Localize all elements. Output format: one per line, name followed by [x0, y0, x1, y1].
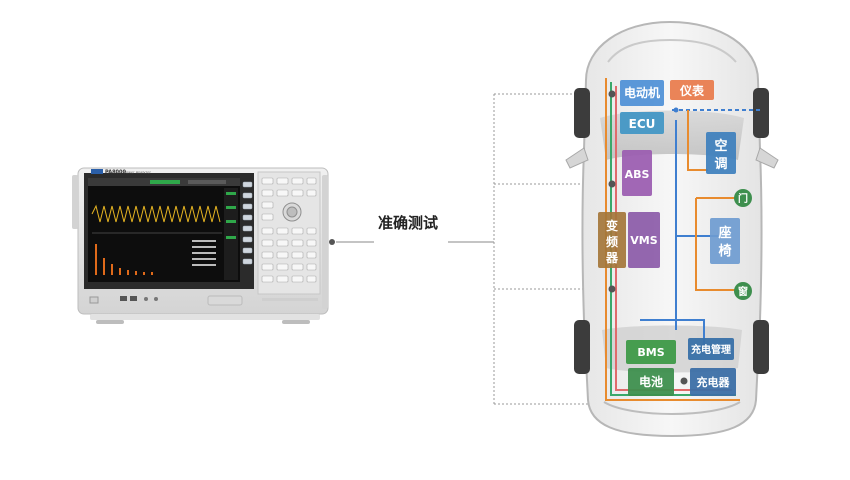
module-ac: 空 调	[706, 132, 736, 174]
analyzer-front-bottom	[89, 295, 318, 306]
analyzer-model: PA8000	[105, 170, 127, 176]
svg-text:空: 空	[714, 138, 727, 154]
svg-text:VMS: VMS	[630, 234, 657, 247]
wheel-front-left	[574, 88, 590, 138]
wheel-rear-left	[574, 320, 590, 374]
module-bms: BMS	[626, 340, 676, 364]
wheel-rear-right	[753, 320, 769, 374]
analyzer-subtitle: Power Analyzer	[124, 171, 151, 175]
svg-text:充电器: 充电器	[697, 375, 731, 389]
analyzer-screen	[88, 178, 240, 282]
analyzer-handle	[72, 175, 78, 229]
svg-text:椅: 椅	[718, 243, 731, 259]
svg-text:门: 门	[738, 192, 748, 205]
key-grid	[261, 177, 317, 283]
module-meter: 仪表	[670, 80, 714, 100]
svg-text:电动机: 电动机	[624, 85, 660, 100]
softkey-column	[242, 181, 253, 265]
analyzer-base	[90, 314, 320, 320]
svg-text:BMS: BMS	[637, 346, 664, 359]
power-analyzer: PA8000 Power Analyzer	[72, 167, 329, 324]
svg-text:变: 变	[606, 218, 618, 233]
module-charge-management: 充电管理	[688, 338, 734, 360]
analyzer-logo	[91, 169, 103, 174]
svg-text:仪表: 仪表	[679, 83, 705, 98]
module-abs: ABS	[622, 150, 652, 196]
center-label: 准确测试	[378, 214, 439, 232]
svg-text:ECU: ECU	[629, 117, 656, 131]
module-inverter: 变 频 器	[598, 212, 626, 268]
wheel-front-right	[753, 88, 769, 138]
module-ecu: ECU	[620, 112, 664, 134]
svg-text:座: 座	[717, 225, 731, 241]
module-motor: 电动机	[620, 80, 664, 106]
svg-text:电池: 电池	[639, 374, 663, 389]
svg-text:窗: 窗	[738, 285, 748, 298]
module-battery: 电池	[628, 368, 674, 396]
svg-text:调: 调	[714, 157, 727, 172]
probe-points	[608, 90, 688, 385]
svg-text:充电管理: 充电管理	[691, 343, 731, 356]
svg-text:ABS: ABS	[625, 168, 650, 181]
analyzer-connector-dot	[329, 239, 335, 245]
module-window: 窗	[734, 282, 752, 300]
module-door: 门	[734, 189, 752, 207]
svg-text:频: 频	[606, 234, 618, 249]
module-vms: VMS	[628, 212, 660, 268]
module-charger: 充电器	[690, 368, 736, 396]
module-seat: 座 椅	[710, 218, 740, 264]
svg-text:器: 器	[605, 251, 619, 265]
